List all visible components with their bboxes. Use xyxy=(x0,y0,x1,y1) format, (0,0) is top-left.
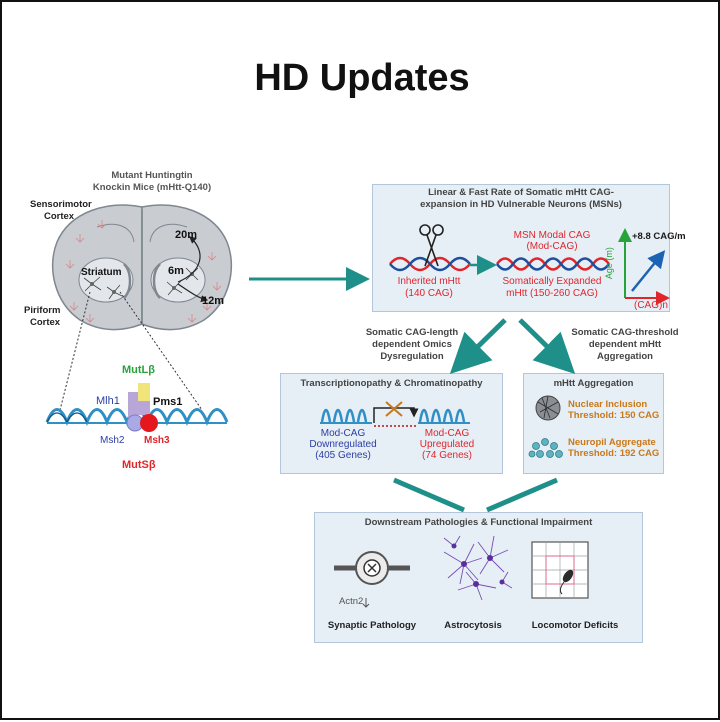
transcription-title: Transcriptionopathy & Chromatinopathy xyxy=(300,378,483,389)
age-axis-label: Age (m) xyxy=(603,247,614,280)
msh2-label: Msh2 xyxy=(100,435,125,446)
mlh1-subunit xyxy=(128,392,138,420)
inherited-label-line1: Inherited mHtt xyxy=(397,276,461,287)
sensorimotor-label-line2: Cortex xyxy=(44,211,75,222)
right-branch-line1: Somatic CAG-threshold xyxy=(571,327,679,338)
right-branch-line2: dependent mHtt xyxy=(588,339,662,350)
inherited-label-line2: (140 CAG) xyxy=(405,288,453,299)
neuropil-line1: Neuropil Aggregate xyxy=(568,437,656,448)
msh3-subunit xyxy=(140,414,158,432)
piriform-label-line1: Piriform xyxy=(24,305,61,316)
mlh1-label: Mlh1 xyxy=(96,395,120,407)
pms1-subunit xyxy=(138,383,150,401)
synaptic-label: Synaptic Pathology xyxy=(327,620,417,631)
nuclear-line1: Nuclear Inclusion xyxy=(568,399,648,410)
expanded-label-line2: mHtt (150-260 CAG) xyxy=(506,288,598,299)
neuropil-aggregate-icon xyxy=(528,438,563,458)
muts-label: MutSβ xyxy=(122,459,156,471)
mouse-icon xyxy=(559,569,574,595)
neuropil-line2: Threshold: 192 CAG xyxy=(568,448,660,459)
down-label-line1: Mod-CAG xyxy=(320,428,366,439)
left-branch-line3: Dysregulation xyxy=(380,351,444,362)
astrocytosis-label: Astrocytosis xyxy=(444,620,502,631)
model-label-line1: Mutant Huntingtin xyxy=(111,170,193,181)
striatum-label: Striatum xyxy=(81,267,122,278)
msh3-label: Msh3 xyxy=(144,435,170,446)
age-6m-label: 6m xyxy=(168,265,184,277)
left-branch-line2: dependent Omics xyxy=(372,339,452,350)
up-label-line3: (74 Genes) xyxy=(421,450,473,461)
page-title: HD Updates xyxy=(254,57,470,99)
left-branch-line1: Somatic CAG-length xyxy=(365,327,459,338)
nuclear-inclusion-icon xyxy=(535,395,561,421)
cag-axis-label: (CAG)n xyxy=(634,300,668,311)
astrocyte-icon xyxy=(443,535,513,601)
down-label-line3: (405 Genes) xyxy=(315,450,371,461)
down-arrow-icon xyxy=(362,598,370,608)
up-label-line2: Upregulated xyxy=(419,439,475,450)
modal-cag-line2: (Mod-CAG) xyxy=(526,241,578,252)
chromatin-up-illustration xyxy=(418,408,470,424)
age-12m-label: 12m xyxy=(202,295,225,307)
chromatin-down-illustration xyxy=(320,408,372,424)
mutl-label: MutLβ xyxy=(122,364,155,376)
piriform-label-line2: Cortex xyxy=(30,317,61,328)
rate-mini-plot xyxy=(618,228,670,305)
age-20m-label: 20m xyxy=(175,229,198,241)
actn2-label: Actn2 xyxy=(339,596,364,607)
aggregation-title: mHtt Aggregation xyxy=(553,378,634,389)
downstream-title: Downstream Pathologies & Functional Impa… xyxy=(364,517,593,528)
expansion-box xyxy=(372,184,670,312)
sensorimotor-label-line1: Sensorimotor xyxy=(30,199,92,210)
inherited-dna-helix xyxy=(389,256,471,272)
aggregation-box xyxy=(523,373,664,474)
down-label-line2: Downregulated xyxy=(309,439,377,450)
right-branch-line3: Aggregation xyxy=(597,351,653,362)
modal-cag-line1: MSN Modal CAG xyxy=(513,230,591,241)
rate-label: +8.8 CAG/m xyxy=(632,231,686,242)
up-label-line1: Mod-CAG xyxy=(424,428,470,439)
open-field-grid-icon xyxy=(531,541,589,599)
nuclear-line2: Threshold: 150 CAG xyxy=(568,410,660,421)
expansion-title-line1: Linear & Fast Rate of Somatic mHtt CAG- xyxy=(428,187,614,198)
scissors-icon xyxy=(419,224,444,267)
expansion-title-line2: expansion in HD Vulnerable Neurons (MSNs… xyxy=(420,199,622,210)
brain-section-illustration xyxy=(51,204,233,331)
expanded-dna-helix xyxy=(495,257,611,271)
expanded-label-line1: Somatically Expanded xyxy=(502,276,602,287)
locomotor-label: Locomotor Deficits xyxy=(531,620,619,631)
synapse-icon xyxy=(334,551,410,585)
pms1-label: Pms1 xyxy=(153,396,183,408)
model-label-line2: Knockin Mice (mHtt-Q140) xyxy=(92,182,212,193)
